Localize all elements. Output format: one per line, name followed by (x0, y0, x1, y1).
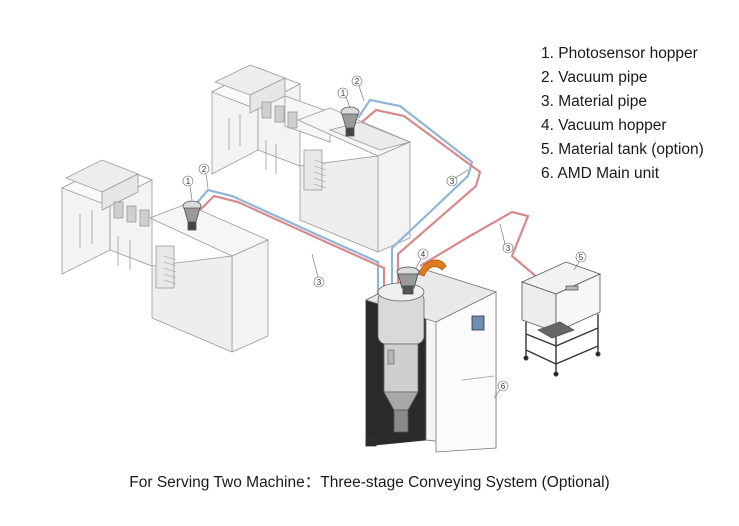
legend-item-material-pipe: 3. Material pipe (541, 93, 647, 110)
vacuum-hopper (396, 259, 447, 295)
callout-6: 6 (501, 382, 506, 391)
callout-2-front: 2 (202, 165, 207, 174)
material-tank (520, 261, 602, 377)
vacuum-pipe-front (195, 188, 380, 296)
callout-1-back: 1 (341, 89, 346, 98)
injection-machine-front (61, 159, 269, 353)
material-pipe-tank (419, 210, 539, 279)
vacuum-pipes (195, 98, 474, 296)
callout-3-tank: 3 (506, 244, 511, 253)
callout-3-front: 3 (317, 278, 322, 287)
legend-item-photosensor-hopper: 1. Photosensor hopper (541, 45, 698, 62)
material-pipe-front (199, 194, 386, 300)
callout-3-back: 3 (450, 177, 455, 186)
amd-main-unit (364, 269, 498, 453)
legend: 1. Photosensor hopper 2. Vacuum pipe 3. … (541, 42, 704, 186)
callout-2-back: 2 (355, 77, 360, 86)
callout-5: 5 (579, 253, 584, 262)
legend-item-main-unit: 6. AMD Main unit (541, 165, 660, 182)
photosensor-hopper-back (340, 106, 360, 137)
photosensor-hopper-front (182, 200, 202, 231)
callout-4: 4 (421, 250, 426, 259)
legend-item-vacuum-hopper: 4. Vacuum hopper (541, 117, 667, 134)
injection-machine-back (211, 64, 412, 253)
callout-1-front: 1 (186, 177, 191, 186)
legend-item-material-tank: 5. Material tank (option) (541, 141, 704, 158)
material-pipe-back (361, 108, 482, 292)
material-pipes (199, 108, 539, 300)
legend-item-vacuum-pipe: 2. Vacuum pipe (541, 69, 648, 86)
vacuum-pipe-back (357, 98, 474, 288)
callouts (182, 75, 587, 399)
diagram-caption: For Serving Two Machine：Three-stage Conv… (129, 474, 610, 491)
